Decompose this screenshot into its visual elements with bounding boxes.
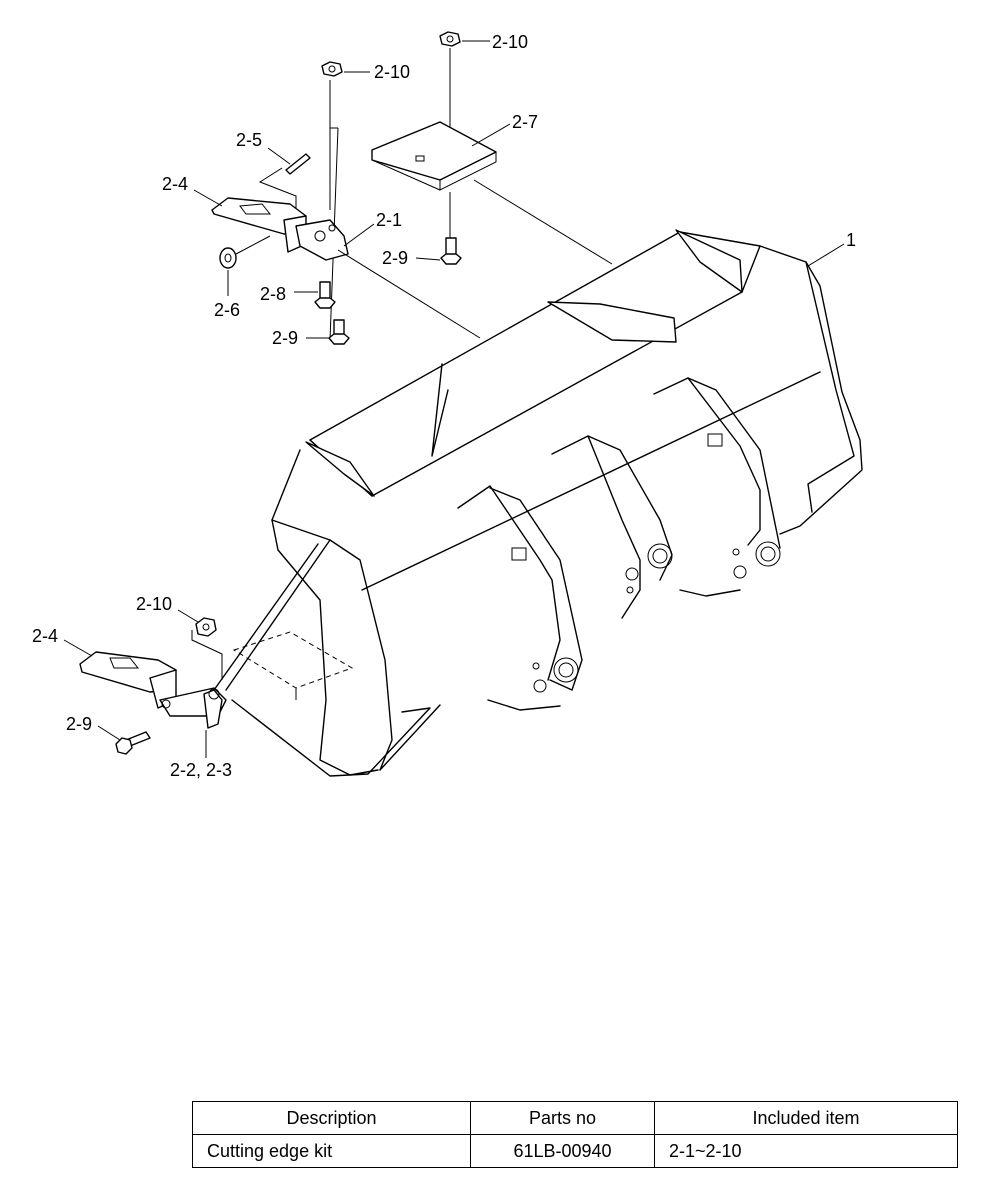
table-header-row: Description Parts no Included item [192,1101,958,1135]
washer-part [219,247,237,269]
callout-labels: 1 2-1 2-4 2-5 2-6 2-7 2-8 2-9 2-9 2-10 2… [32,32,856,780]
leader-lines [63,40,845,758]
parts-table: Description Parts no Included item Cutti… [192,1101,958,1168]
callout-2-9-b: 2-9 [272,328,298,348]
header-description: Description [192,1101,471,1135]
pin-part [285,153,311,175]
callout-2-9-c: 2-9 [66,714,92,734]
callout-2-8: 2-8 [260,284,286,304]
header-included-item: Included item [654,1101,958,1135]
callout-2-10-a: 2-10 [374,62,410,82]
callout-2-10-b: 2-10 [492,32,528,52]
cutting-edge-kit-bottom [79,617,227,755]
cell-description: Cutting edge kit [192,1134,471,1168]
callout-2-5: 2-5 [236,130,262,150]
callout-2-7: 2-7 [512,112,538,132]
bucket-assembly [213,229,863,777]
callout-2-6: 2-6 [214,300,240,320]
header-parts-no: Parts no [470,1101,655,1135]
cell-included-item: 2-1~2-10 [654,1134,958,1168]
hex-nut-part [321,61,343,77]
callout-2-9-a: 2-9 [382,248,408,268]
adapter-part [295,219,349,261]
callout-1: 1 [846,230,856,250]
hinge-ears [457,377,781,693]
cell-parts-no: 61LB-00940 [470,1134,655,1168]
hex-nut-part [439,31,461,47]
table-row: Cutting edge kit 61LB-00940 2-1~2-10 [192,1134,958,1168]
cutting-edge-kit-top [211,31,613,345]
callout-2-4-bottom: 2-4 [32,626,58,646]
callout-2-2-2-3: 2-2, 2-3 [170,760,232,780]
callout-2-4-top: 2-4 [162,174,188,194]
callout-2-1: 2-1 [376,210,402,230]
callout-2-10-c: 2-10 [136,594,172,614]
hex-nut-part [195,617,217,637]
